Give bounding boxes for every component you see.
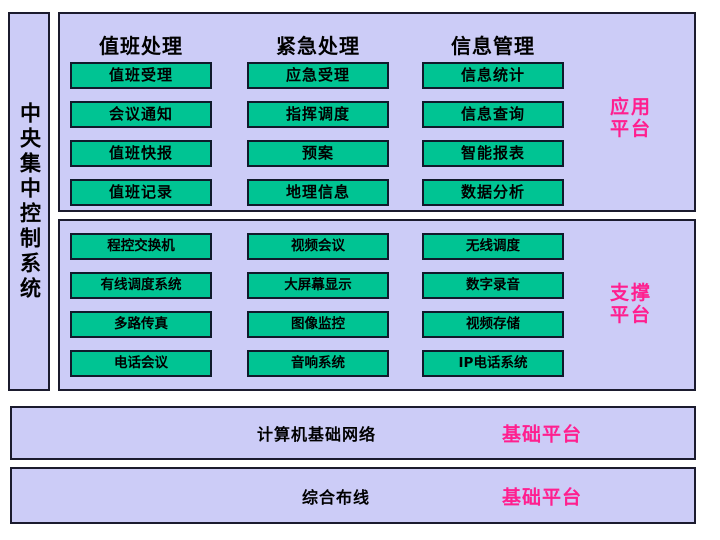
app-box-info-4[interactable]: 数据分析 (422, 179, 564, 206)
application-platform-tag-line2: 平台 (609, 117, 652, 140)
sup-box-col2-2[interactable]: 大屏幕显示 (247, 272, 389, 299)
network-infrastructure-tag: 基础平台 (502, 423, 583, 446)
sup-box-col1-4[interactable]: 电话会议 (70, 350, 212, 377)
sup-box-col2-1[interactable]: 视频会议 (247, 233, 389, 260)
structured-cabling-bar: 综合布线 基础平台 (10, 467, 696, 524)
network-infrastructure-bar: 计算机基础网络 基础平台 (10, 406, 696, 460)
structured-cabling-tag: 基础平台 (502, 486, 583, 508)
app-box-info-2[interactable]: 信息查询 (422, 101, 564, 128)
application-platform-tag: 应用 平台 (576, 96, 686, 141)
app-box-emergency-4[interactable]: 地理信息 (247, 179, 389, 206)
app-box-duty-4[interactable]: 值班记录 (70, 179, 212, 206)
application-platform-tag-line1: 应用 (609, 96, 652, 118)
sup-box-col2-4[interactable]: 音响系统 (247, 350, 389, 377)
column-heading-duty: 值班处理 (99, 34, 183, 58)
sup-box-col1-3[interactable]: 多路传真 (70, 311, 212, 338)
app-box-emergency-2[interactable]: 指挥调度 (247, 101, 389, 128)
app-box-emergency-1[interactable]: 应急受理 (247, 62, 389, 89)
app-box-info-3[interactable]: 智能报表 (422, 140, 564, 167)
app-box-emergency-3[interactable]: 预案 (247, 140, 389, 167)
app-box-info-1[interactable]: 信息统计 (422, 62, 564, 89)
sidebar-label: 中央集中控制系统 (17, 101, 42, 302)
network-infrastructure-label: 计算机基础网络 (257, 425, 377, 444)
app-box-duty-1[interactable]: 值班受理 (70, 62, 212, 89)
sup-box-col3-1[interactable]: 无线调度 (422, 233, 564, 260)
sup-box-col1-1[interactable]: 程控交换机 (70, 233, 212, 260)
sup-box-col2-3[interactable]: 图像监控 (247, 311, 389, 338)
column-heading-info: 信息管理 (451, 34, 535, 58)
sup-box-col3-4[interactable]: IP电话系统 (422, 350, 564, 377)
support-platform-tag: 支撑 平台 (576, 282, 686, 327)
column-heading-emergency: 紧急处理 (276, 34, 360, 58)
support-platform-tag-line2: 平台 (609, 303, 652, 326)
application-platform-panel: 值班处理 紧急处理 信息管理 值班受理 会议通知 值班快报 值班记录 应急受理 … (58, 12, 696, 212)
app-box-duty-2[interactable]: 会议通知 (70, 101, 212, 128)
support-platform-tag-line1: 支撑 (609, 282, 652, 304)
sup-box-col1-2[interactable]: 有线调度系统 (70, 272, 212, 299)
support-platform-panel: 程控交换机 有线调度系统 多路传真 电话会议 视频会议 大屏幕显示 图像监控 音… (58, 219, 696, 391)
app-box-duty-3[interactable]: 值班快报 (70, 140, 212, 167)
structured-cabling-label: 综合布线 (302, 487, 371, 507)
sup-box-col3-3[interactable]: 视频存储 (422, 311, 564, 338)
central-control-system-sidebar: 中央集中控制系统 (8, 12, 50, 391)
sup-box-col3-2[interactable]: 数字录音 (422, 272, 564, 299)
